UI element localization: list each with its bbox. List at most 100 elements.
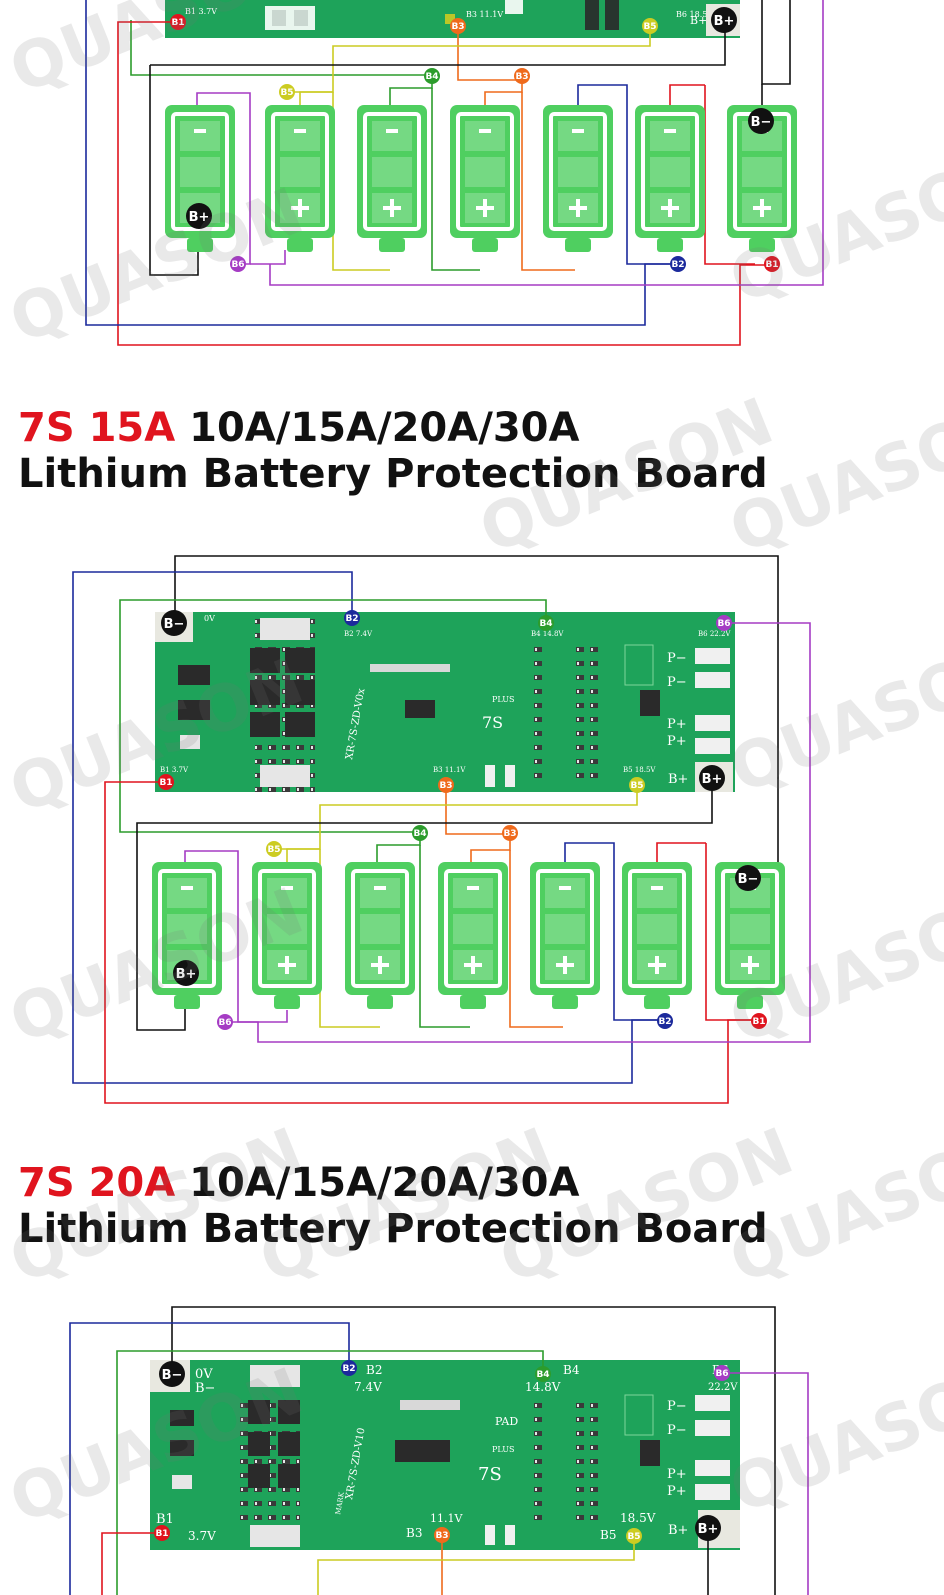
badge-b1: B1 [171,18,184,28]
terminal-icon [748,108,774,134]
terminal-label: B+ [189,210,210,225]
board-label: P− [667,675,687,690]
badge-b4: B4 [425,72,438,82]
top-diagram: B1 3.7V B3 11.1V B6 18.5V B+ [85,0,824,346]
badge-b5: B5 [630,781,643,791]
badge-b3: B3 [515,72,528,82]
badge-b2: B2 [345,614,358,624]
badge-b1: B1 [159,778,172,788]
heading-subtitle: Lithium Battery Protection Board [18,451,768,497]
terminal-icon [186,203,212,229]
board-label: 0V [204,614,215,623]
board-label: B2 [366,1363,382,1377]
terminal-label: B− [164,617,185,632]
board-label: 18.5V [620,1511,656,1525]
board-label: B− [195,1381,215,1396]
board-label: B5 18.5V [623,766,656,774]
terminal-label: B+ [702,772,723,787]
board-label: 7.4V [354,1380,382,1394]
board-label: B6 22.2V [698,630,731,638]
terminal-label: B− [738,872,759,887]
battery-cell [357,105,427,252]
board-label: 7S [478,1464,502,1485]
board-label: 7S [482,713,503,732]
battery-cell [252,862,322,1009]
board-label: P− [667,1399,687,1414]
badge-b5: B5 [643,22,656,32]
board-label: B2 7.4V [344,630,373,638]
badge-b6: B6 [231,260,244,270]
section-heading-15a: 7S 15A 10A/15A/20A/30A Lithium Battery P… [18,405,768,497]
heading-current: 10A/15A/20A/30A [189,1160,580,1206]
badge-b2: B2 [342,1364,355,1374]
badge-b6: B6 [218,1018,231,1028]
battery-cell [163,103,237,254]
board-label: 0V [195,1367,213,1382]
board-label: B4 [563,1363,580,1377]
board-label: P+ [667,1467,687,1482]
badge-b1: B1 [752,1017,765,1027]
board-label: P+ [667,1484,687,1499]
battery-cell [635,105,705,252]
diagram-15a: 0V B2 7.4V B4 14.8V B6 22.2V B1 3.7V B3 … [72,555,811,1104]
board-label: P+ [667,734,687,749]
board-label: B4 14.8V [531,630,564,638]
badge-b2: B2 [658,1017,671,1027]
badge-b6: B6 [715,1369,728,1379]
battery-cell [265,105,335,252]
board-label: B3 [406,1526,422,1540]
badge-b3: B3 [503,829,516,839]
board-label: B1 [156,1512,174,1527]
battery-cell [450,105,520,252]
badge-b6: B6 [717,619,730,629]
badge-b4: B4 [413,829,426,839]
battery-cell [438,862,508,1009]
board-label: P+ [667,717,687,732]
battery-cell [530,862,600,1009]
board-label: 14.8V [525,1380,561,1394]
battery-cell [345,862,415,1009]
board-label: B3 11.1V [466,10,503,19]
badge-b3: B3 [451,22,464,32]
board-label: B1 3.7V [160,766,189,774]
board-label: 3.7V [188,1529,216,1543]
badge-b3: B3 [439,781,452,791]
board-label: B3 11.1V [433,766,466,774]
board-label: B6 18.5V [676,10,713,19]
battery-cell [150,860,224,1011]
heading-subtitle: Lithium Battery Protection Board [18,1206,768,1252]
board-label: B5 [600,1528,616,1542]
terminal-label: B− [751,115,772,130]
badge-b4: B4 [536,1370,549,1380]
heading-model: 7S 15A [18,405,176,451]
badge-b3: B3 [435,1531,448,1541]
diagram-20a: 0V B− B2 7.4V B4 14.8V B6 22.2V B1 3.7V … [69,1306,809,1595]
section-heading-20a: 7S 20A 10A/15A/20A/30A Lithium Battery P… [18,1160,768,1252]
board-label: P− [667,651,687,666]
badge-b4: B4 [539,619,552,629]
heading-current: 10A/15A/20A/30A [189,405,580,451]
board-label: B+ [690,14,707,27]
board-label: PLUS [492,1445,514,1454]
badge-b5: B5 [627,1532,640,1542]
board-label: 11.1V [430,1512,463,1525]
board-label: B+ [668,1523,688,1538]
board-label: MARK [334,1491,346,1516]
battery-cell [543,105,613,252]
badge-b5: B5 [280,88,293,98]
board-label: P− [667,1423,687,1438]
badge-b5: B5 [267,845,280,855]
terminal-label: B− [162,1368,183,1383]
badge-b2: B2 [671,260,684,270]
terminal-label: B+ [698,1522,719,1537]
terminal-label: B+ [176,967,197,982]
badge-b1: B1 [765,260,778,270]
board-label: B+ [668,772,688,787]
board-label: PLUS [492,695,514,704]
board-label: B1 3.7V [185,7,217,16]
terminal-icon [711,7,737,33]
badge-b1: B1 [155,1529,168,1539]
heading-model: 7S 20A [18,1160,176,1206]
board-label: PAD [495,1415,518,1428]
